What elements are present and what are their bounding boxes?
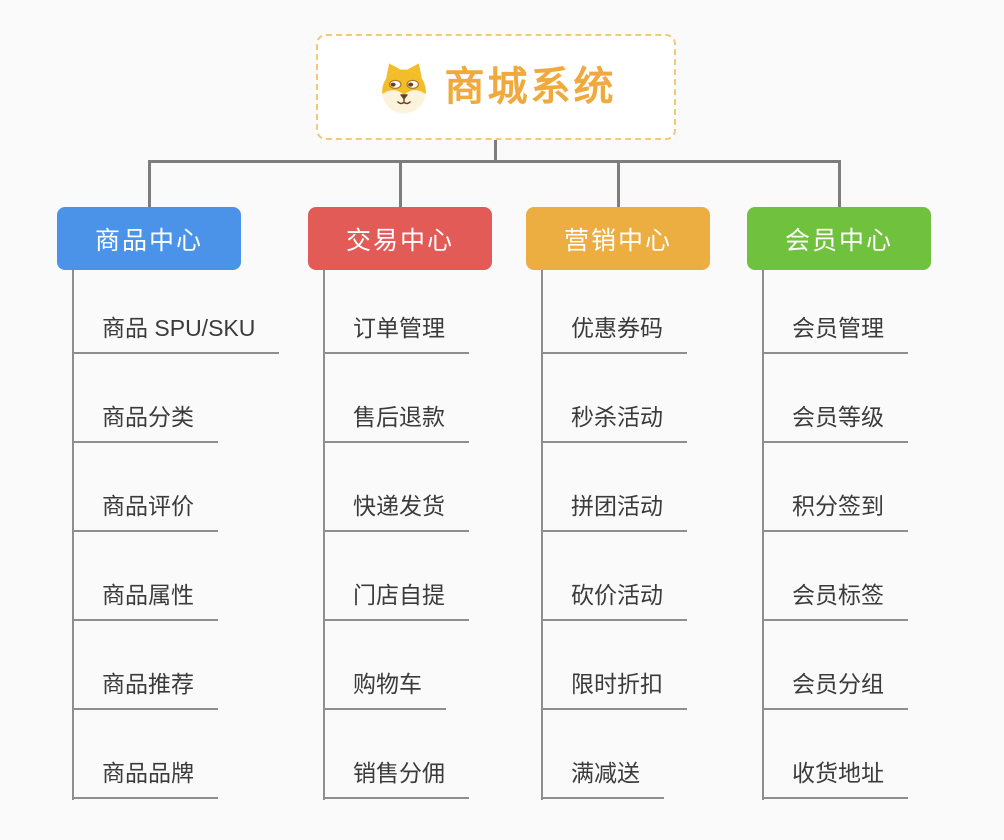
leaf-node: 商品属性 xyxy=(72,532,279,621)
leaf-label[interactable]: 商品推荐 xyxy=(72,671,218,710)
leaf-label[interactable]: 会员标签 xyxy=(762,582,908,621)
branch-trunk-line xyxy=(541,270,543,800)
leaf-label[interactable]: 订单管理 xyxy=(323,315,469,354)
leaf-label[interactable]: 会员管理 xyxy=(762,315,908,354)
leaf-label[interactable]: 会员分组 xyxy=(762,671,908,710)
leaf-label[interactable]: 收货地址 xyxy=(762,760,908,799)
branch-leaves: 会员管理 会员等级 积分签到 会员标签 会员分组 收货地址 xyxy=(762,265,908,799)
leaf-node: 商品分类 xyxy=(72,354,279,443)
leaf-node: 收货地址 xyxy=(762,710,908,799)
branch-trunk-line xyxy=(323,270,325,800)
branch-node-trade-center[interactable]: 交易中心 xyxy=(308,207,492,270)
leaf-node: 商品评价 xyxy=(72,443,279,532)
leaf-label[interactable]: 会员等级 xyxy=(762,404,908,443)
branch-node-member-center[interactable]: 会员中心 xyxy=(747,207,931,270)
leaf-node: 售后退款 xyxy=(323,354,469,443)
branch-trunk-line xyxy=(762,270,764,800)
leaf-label[interactable]: 商品分类 xyxy=(72,404,218,443)
connector-drop-product xyxy=(148,160,151,207)
connector-drop-trade xyxy=(399,160,402,207)
leaf-label[interactable]: 商品评价 xyxy=(72,493,218,532)
branch-trade-center: 交易中心 订单管理 售后退款 快递发货 门店自提 购物车 销售分佣 xyxy=(308,207,568,800)
leaf-label[interactable]: 购物车 xyxy=(323,671,446,710)
leaf-node: 会员标签 xyxy=(762,532,908,621)
leaf-label[interactable]: 积分签到 xyxy=(762,493,908,532)
leaf-node: 快递发货 xyxy=(323,443,469,532)
branch-leaves: 订单管理 售后退款 快递发货 门店自提 购物车 销售分佣 xyxy=(323,265,469,799)
leaf-label[interactable]: 拼团活动 xyxy=(541,493,687,532)
leaf-node: 秒杀活动 xyxy=(541,354,687,443)
branch-marketing-center: 营销中心 优惠券码 秒杀活动 拼团活动 砍价活动 限时折扣 满减送 xyxy=(526,207,786,800)
leaf-node: 拼团活动 xyxy=(541,443,687,532)
leaf-label[interactable]: 销售分佣 xyxy=(323,760,469,799)
root-title: 商城系统 xyxy=(444,65,617,109)
leaf-label[interactable]: 限时折扣 xyxy=(541,671,687,710)
connector-drop-member xyxy=(838,160,841,207)
leaf-label[interactable]: 优惠券码 xyxy=(541,315,687,354)
leaf-label[interactable]: 门店自提 xyxy=(323,582,469,621)
leaf-label[interactable]: 快递发货 xyxy=(323,493,469,532)
connector-horizontal-bus xyxy=(148,160,841,163)
connector-root-vertical xyxy=(494,140,497,163)
leaf-label[interactable]: 满减送 xyxy=(541,760,664,799)
leaf-node: 会员分组 xyxy=(762,621,908,710)
connector-drop-marketing xyxy=(617,160,620,207)
leaf-label[interactable]: 售后退款 xyxy=(323,404,469,443)
leaf-node: 购物车 xyxy=(323,621,469,710)
leaf-node: 砍价活动 xyxy=(541,532,687,621)
leaf-node: 销售分佣 xyxy=(323,710,469,799)
branch-trunk-line xyxy=(72,270,74,800)
root-node-mall-system[interactable]: 商城系统 xyxy=(316,34,676,140)
leaf-node: 商品品牌 xyxy=(72,710,279,799)
leaf-node: 满减送 xyxy=(541,710,687,799)
branch-member-center: 会员中心 会员管理 会员等级 积分签到 会员标签 会员分组 收货地址 xyxy=(747,207,1004,800)
branch-leaves: 优惠券码 秒杀活动 拼团活动 砍价活动 限时折扣 满减送 xyxy=(541,265,687,799)
leaf-label[interactable]: 商品品牌 xyxy=(72,760,218,799)
leaf-label[interactable]: 砍价活动 xyxy=(541,582,687,621)
leaf-node: 会员等级 xyxy=(762,354,908,443)
branch-leaves: 商品 SPU/SKU 商品分类 商品评价 商品属性 商品推荐 商品品牌 xyxy=(72,265,280,799)
leaf-node: 优惠券码 xyxy=(541,265,687,354)
leaf-node: 订单管理 xyxy=(323,265,469,354)
leaf-node: 门店自提 xyxy=(323,532,469,621)
leaf-node: 积分签到 xyxy=(762,443,908,532)
branch-node-product-center[interactable]: 商品中心 xyxy=(57,207,241,270)
leaf-label[interactable]: 商品 SPU/SKU xyxy=(72,315,280,354)
leaf-node: 限时折扣 xyxy=(541,621,687,710)
leaf-node: 商品推荐 xyxy=(72,621,279,710)
branch-product-center: 商品中心 商品 SPU/SKU 商品分类 商品评价 商品属性 商品推荐 商品品牌 xyxy=(57,207,317,800)
leaf-label[interactable]: 秒杀活动 xyxy=(541,404,687,443)
leaf-node: 会员管理 xyxy=(762,265,908,354)
dog-face-icon xyxy=(381,63,426,114)
leaf-node: 商品 SPU/SKU xyxy=(72,265,280,354)
branch-node-marketing-center[interactable]: 营销中心 xyxy=(526,207,710,270)
leaf-label[interactable]: 商品属性 xyxy=(72,582,218,621)
